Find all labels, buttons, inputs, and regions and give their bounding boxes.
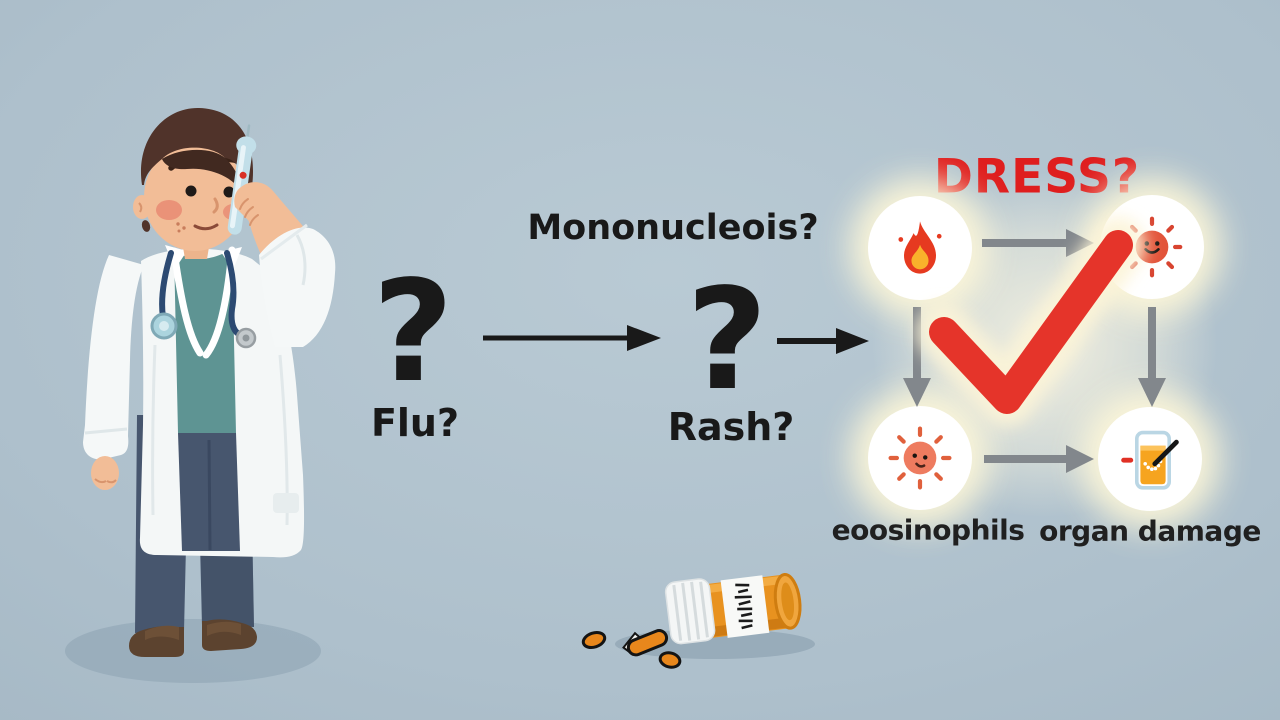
flame-icon bbox=[898, 221, 942, 274]
pill-bottle-icon bbox=[664, 572, 802, 645]
eye-left bbox=[185, 185, 197, 197]
lab-glass-icon bbox=[1121, 430, 1179, 490]
hand-finger-lines bbox=[239, 198, 259, 226]
shoe-right-highlight bbox=[207, 621, 241, 636]
label-eosinophils: eoosinophils bbox=[831, 513, 1025, 547]
stethoscope-icon bbox=[150, 250, 257, 349]
coat-pocket bbox=[273, 493, 299, 513]
label-mononucleosis: Mononucleois? bbox=[527, 208, 819, 248]
coat-raised-sleeve bbox=[259, 227, 336, 347]
arrow-right-icon bbox=[777, 328, 869, 354]
bottle-label bbox=[720, 575, 770, 638]
doctor-hand bbox=[234, 187, 258, 223]
label-organ-damage: organ damage bbox=[1039, 514, 1261, 548]
ear-line bbox=[138, 202, 143, 213]
node-fever bbox=[868, 196, 972, 300]
sleeve-cuff-edge bbox=[260, 223, 308, 261]
coat-crease-left bbox=[151, 344, 157, 516]
label-flu: Flu? bbox=[370, 401, 460, 445]
sideburn bbox=[141, 220, 151, 232]
pants-crease bbox=[207, 439, 212, 551]
shoe-left-highlight bbox=[145, 625, 179, 640]
thermometer-icon bbox=[227, 124, 257, 235]
finger-lines bbox=[94, 478, 117, 484]
dress-title: DRESS? bbox=[933, 149, 1141, 205]
label-scribbles bbox=[734, 583, 753, 630]
sun-worried-icon bbox=[888, 426, 952, 490]
pill-capsule-icon bbox=[622, 629, 669, 657]
cap-ribs bbox=[672, 581, 709, 641]
arrow-right-icon bbox=[984, 445, 1094, 473]
node-eosinophils bbox=[868, 406, 972, 510]
hair-fringe bbox=[162, 149, 244, 195]
stir-rod bbox=[1152, 439, 1179, 467]
checkmark-icon bbox=[916, 217, 1146, 427]
blush-left bbox=[156, 200, 182, 220]
freckles bbox=[176, 222, 186, 233]
nose bbox=[212, 197, 219, 214]
node-rash bbox=[1100, 195, 1204, 299]
mouth bbox=[193, 223, 219, 231]
question-mark-1: ? bbox=[372, 251, 454, 414]
arrow-right-icon bbox=[982, 229, 1094, 257]
eye-right bbox=[223, 186, 235, 198]
doctor-illustration bbox=[65, 107, 336, 683]
doctor-left-hand bbox=[91, 456, 119, 490]
floor-shadow bbox=[65, 619, 321, 683]
arrow-down-icon bbox=[903, 307, 931, 407]
label-rash: Rash? bbox=[667, 405, 795, 449]
pill-bottle-illustration bbox=[581, 572, 815, 669]
node-organ-damage bbox=[1098, 407, 1202, 511]
question-mark-2: ? bbox=[686, 259, 768, 422]
pill-icon bbox=[658, 651, 682, 669]
doctor-shirt bbox=[174, 249, 236, 433]
sleeve-fold bbox=[295, 234, 307, 286]
cuff-line bbox=[84, 427, 128, 435]
sun-smiling-icon bbox=[1121, 216, 1183, 278]
arrow-down-icon bbox=[1138, 307, 1166, 407]
doctor-hair bbox=[140, 107, 254, 198]
arrow-right-icon bbox=[483, 325, 661, 351]
coat-left-sleeve bbox=[83, 255, 144, 460]
pill-icon bbox=[581, 631, 607, 649]
